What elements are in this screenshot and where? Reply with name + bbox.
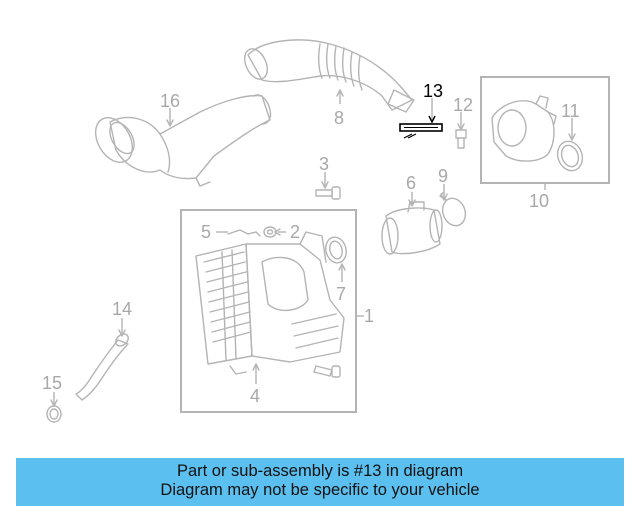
part-16-intake-duct — [94, 94, 272, 187]
banner-line-disclaimer: Diagram may not be specific to your vehi… — [160, 481, 480, 499]
callout-6: 6 — [406, 173, 416, 193]
callout-11: 11 — [561, 101, 580, 121]
part-2-grommet — [263, 226, 277, 238]
callout-3: 3 — [319, 154, 329, 174]
callout-9: 9 — [438, 166, 448, 186]
callout-12: 12 — [453, 95, 473, 115]
callout-16: 16 — [160, 91, 180, 111]
part-bolt-lower — [313, 365, 341, 378]
callout-14: 14 — [112, 299, 132, 319]
part-8-intake-hose — [243, 39, 415, 113]
part-1-box — [180, 209, 357, 413]
info-banner: Part or sub-assembly is #13 in diagram D… — [16, 458, 624, 506]
part-10-box — [480, 76, 610, 184]
callout-13: 13 — [423, 81, 443, 101]
part-14-hose — [75, 333, 129, 401]
leader-lines — [50, 89, 576, 407]
banner-line-part-info: Part or sub-assembly is #13 in diagram — [176, 462, 464, 480]
part-10-throttle-body — [491, 95, 557, 162]
part-13-highlighted — [399, 123, 443, 139]
part-5-clip — [227, 229, 261, 237]
part-7-seal — [325, 236, 347, 264]
callout-8: 8 — [334, 108, 344, 128]
callout-2: 2 — [290, 222, 300, 242]
callout-10: 10 — [529, 191, 549, 211]
part-15-clamp — [46, 405, 62, 423]
callout-1: 1 — [364, 306, 374, 326]
callout-5: 5 — [201, 222, 211, 242]
callout-7: 7 — [336, 284, 346, 304]
callout-labels: 16 8 13 12 11 3 6 9 10 5 2 7 1 14 4 15 — [42, 81, 580, 406]
part-6-air-flow-sensor — [381, 201, 443, 255]
part-11-seal-ring — [556, 140, 584, 172]
part-12-bolt — [455, 129, 467, 149]
part-3-bolt — [315, 186, 341, 200]
callout-4: 4 — [250, 386, 260, 406]
callout-15: 15 — [42, 373, 62, 393]
part-4-air-cleaner-housing — [195, 231, 345, 375]
